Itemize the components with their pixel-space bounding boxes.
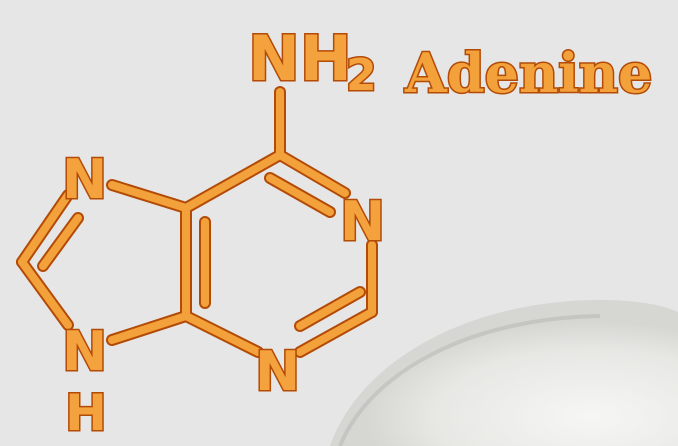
bond-n7-c8-double [39, 214, 82, 270]
amine-group-label: NH [248, 22, 352, 95]
amine-subscript: 2 [346, 50, 377, 101]
bond-c6-n1-double [266, 174, 334, 216]
atom-n-bottom: N [255, 340, 300, 403]
bond-n7-c8 [18, 191, 72, 266]
bond-c8-n9 [18, 258, 72, 329]
white-bowl [330, 300, 678, 446]
bonds [18, 88, 376, 356]
bond-c2-n3 [296, 308, 376, 356]
atom-n-right-top: N [340, 190, 385, 253]
bond-n3-c4 [182, 312, 262, 356]
bowl-rim-shadow [338, 314, 601, 446]
molecule-name: Adenine [404, 41, 652, 105]
atom-n-left-bottom: N [62, 320, 107, 383]
atom-n-left-top: N [62, 148, 107, 211]
bond-c5-c6 [182, 151, 284, 212]
atom-h-left-bottom: H [65, 384, 107, 442]
bond-c4-n9 [108, 312, 190, 344]
bond-c2-n3-double [296, 288, 364, 330]
bond-c6-n1 [276, 151, 349, 197]
bond-c5-n7 [108, 181, 190, 212]
